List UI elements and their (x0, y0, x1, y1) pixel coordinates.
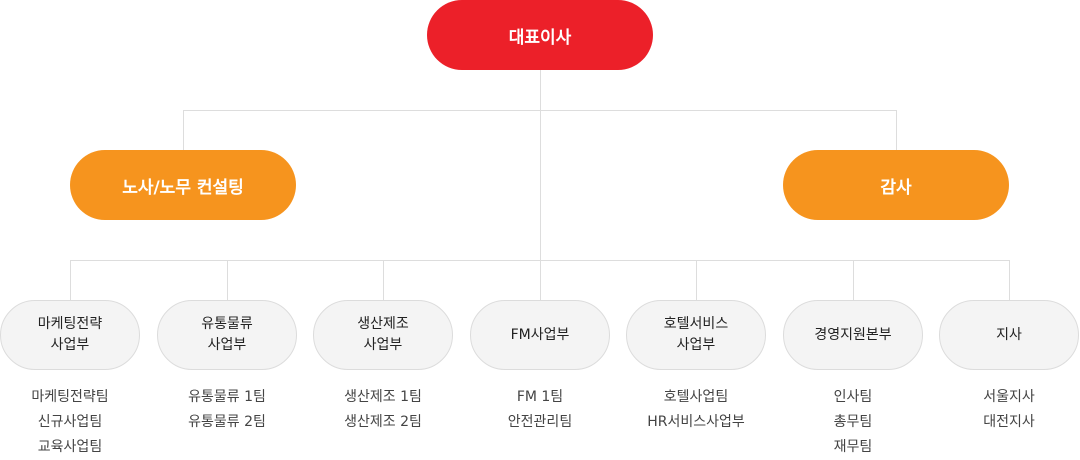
division-name: 마케팅전략 (37, 316, 103, 332)
team-item: 대전지사 (983, 414, 1035, 430)
team-item: 유통물류 2팀 (188, 414, 266, 430)
division-name: 유통물류 (201, 316, 253, 332)
ceo-node: 대표이사 (427, 0, 653, 70)
consulting-node: 노사/노무 컨설팅 (70, 150, 296, 220)
team-item: 신규사업팀 (37, 414, 103, 430)
division-name: 생산제조 (357, 316, 409, 332)
division-name: 경영지원본부 (814, 326, 892, 343)
team-list-hotel: 호텔사업팀 HR서비스사업부 (616, 385, 776, 435)
team-list-distribution: 유통물류 1팀 유통물류 2팀 (147, 385, 307, 435)
team-item: 총무팀 (833, 414, 873, 430)
team-item: 호텔사업팀 (663, 389, 729, 405)
team-item: 생산제조 1팀 (344, 389, 422, 405)
team-item: 교육사업팀 (37, 439, 103, 455)
team-item: 재무팀 (833, 439, 873, 455)
division-hotel: 호텔서비스 사업부 (626, 300, 766, 370)
team-list-branch: 서울지사 대전지사 (929, 385, 1080, 435)
division-marketing: 마케팅전략 사업부 (0, 300, 140, 370)
team-item: FM 1팀 (516, 389, 564, 405)
division-management-support: 경영지원본부 (783, 300, 923, 370)
team-list-management-support: 인사팀 총무팀 재무팀 (773, 385, 933, 460)
consulting-label: 노사/노무 컨설팅 (122, 177, 244, 198)
team-item: 안전관리팀 (507, 414, 573, 430)
division-name-suffix: 사업부 (363, 337, 403, 353)
team-item: 인사팀 (833, 389, 873, 405)
team-item: 생산제조 2팀 (344, 414, 422, 430)
audit-label: 감사 (880, 177, 912, 198)
division-branch: 지사 (939, 300, 1079, 370)
team-item: HR서비스사업부 (647, 414, 745, 430)
team-item: 서울지사 (983, 389, 1035, 405)
division-manufacturing: 생산제조 사업부 (313, 300, 453, 370)
division-fm: FM사업부 (470, 300, 610, 370)
team-list-marketing: 마케팅전략팀 신규사업팀 교육사업팀 (0, 385, 150, 460)
team-item: 유통물류 1팀 (188, 389, 266, 405)
division-name: 지사 (996, 326, 1022, 343)
team-list-manufacturing: 생산제조 1팀 생산제조 2팀 (303, 385, 463, 435)
division-name-suffix: 사업부 (50, 337, 90, 353)
division-name-suffix: 사업부 (676, 337, 716, 353)
division-distribution: 유통물류 사업부 (157, 300, 297, 370)
ceo-label: 대표이사 (508, 27, 572, 48)
team-item: 마케팅전략팀 (31, 389, 109, 405)
audit-node: 감사 (783, 150, 1009, 220)
team-list-fm: FM 1팀 안전관리팀 (460, 385, 620, 435)
division-name-suffix: 사업부 (207, 337, 247, 353)
division-name: 호텔서비스 (663, 316, 729, 332)
division-name: FM사업부 (510, 326, 570, 343)
